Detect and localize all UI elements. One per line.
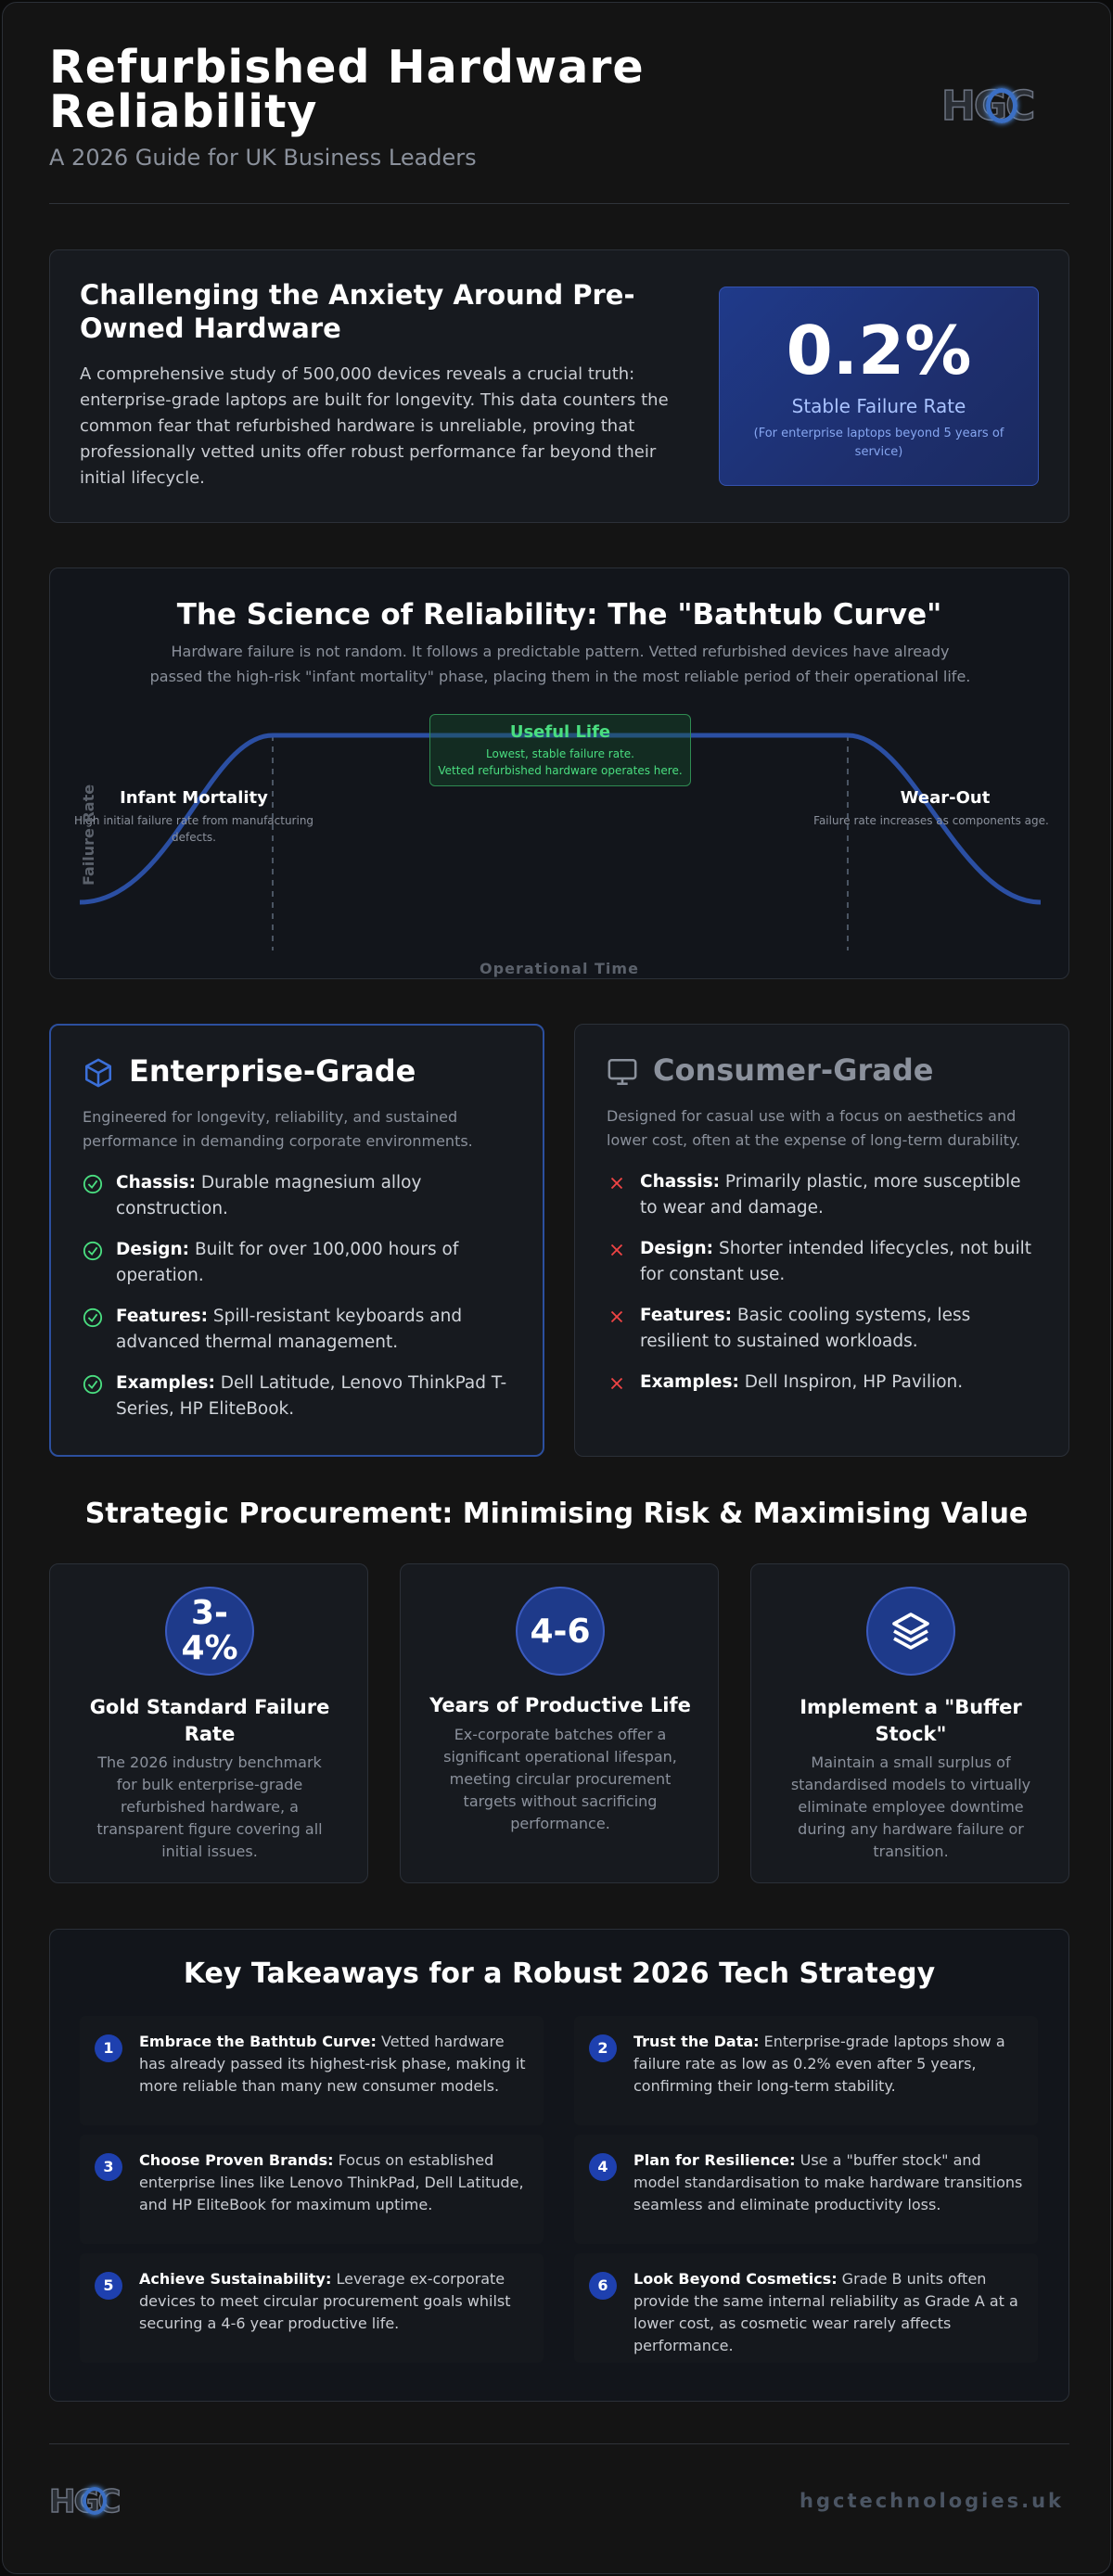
infant-mortality-title: Infant Mortality [120,788,268,808]
enterprise-grade-card: Enterprise-Grade Engineered for longevit… [49,1024,544,1457]
list-item: Features: Basic cooling systems, less re… [607,1303,1043,1355]
header-divider [49,203,1069,204]
check-circle-icon [83,1307,103,1328]
consumer-description: Designed for casual use with a focus on … [607,1107,1021,1149]
bathtub-curve-chart [79,733,1042,950]
list-item: Design: Shorter intended lifecycles, not… [607,1236,1043,1288]
bathtub-card: The Science of Reliability: The "Bathtub… [49,567,1069,979]
x-mark-icon [610,1377,623,1390]
list-item: Chassis: Primarily plastic, more suscept… [607,1169,1043,1221]
takeaway-text: Choose Proven Brands: Focus on establish… [139,2151,524,2213]
takeaways-card: Key Takeaways for a Robust 2026 Tech Str… [49,1929,1069,2402]
intro-body: A comprehensive study of 500,000 devices… [80,364,669,488]
consumer-title: Consumer-Grade [653,1052,934,1088]
buffer-stock-badge [866,1587,955,1676]
stat-label: Stable Failure Rate [791,395,966,417]
takeaway-number: 4 [589,2153,617,2181]
x-axis-label: Operational Time [480,960,639,977]
page-subtitle: A 2026 Guide for UK Business Leaders [49,145,477,171]
strategic-card-title: Years of Productive Life [429,1694,691,1716]
failure-rate-badge: 3- 4% [165,1587,254,1676]
takeaway-text: Look Beyond Cosmetics: Grade B units oft… [633,2270,1018,2354]
takeaway-number: 1 [95,2034,122,2062]
stat-value: 0.2% [786,312,972,389]
footer-hgc-logo: HGC [48,2482,122,2521]
useful-life-text-1: Lowest, stable failure rate. [486,747,634,760]
takeaway-item: 4 Plan for Resilience: Use a "buffer sto… [574,2135,1038,2244]
consumer-feature-list: Chassis: Primarily plastic, more suscept… [607,1169,1043,1410]
intro-card: Challenging the Anxiety Around Pre-Owned… [49,249,1069,523]
takeaway-item: 3 Choose Proven Brands: Focus on establi… [80,2135,544,2244]
page-title: Refurbished Hardware Reliability [49,41,645,138]
bathtub-curve-line [79,733,1042,905]
strategic-card-text: Ex-corporate batches offer a significant… [443,1726,677,1832]
check-circle-icon [83,1374,103,1395]
enterprise-description: Engineered for longevity, reliability, a… [83,1108,473,1150]
monitor-icon [608,1058,637,1086]
strategic-card-buffer-stock: Implement a "Buffer Stock" Maintain a sm… [750,1563,1069,1883]
x-mark-icon [610,1310,623,1323]
takeaway-number: 3 [95,2153,122,2181]
takeaway-item: 1 Embrace the Bathtub Curve: Vetted hard… [80,2016,544,2125]
hgc-logo: HGC [940,82,1036,131]
useful-life-text-2: Vetted refurbished hardware operates her… [438,764,683,777]
y-axis-label: Failure Rate [80,784,97,886]
strategic-card-text: The 2026 industry benchmark for bulk ent… [96,1753,323,1860]
list-item: Design: Built for over 100,000 hours of … [83,1237,518,1289]
stat-note: (For enterprise laptops beyond 5 years o… [753,427,1004,459]
takeaway-text: Achieve Sustainability: Leverage ex-corp… [139,2270,511,2332]
list-item: Features: Spill-resistant keyboards and … [83,1304,518,1356]
strategic-heading: Strategic Procurement: Minimising Risk &… [84,1498,1029,1530]
cube-icon [84,1058,112,1088]
footer-website-link[interactable]: hgctechnologies.uk [800,2490,1064,2512]
check-circle-icon [83,1174,103,1194]
strategic-card-text: Maintain a small surplus of standardised… [790,1753,1031,1860]
takeaway-text: Embrace the Bathtub Curve: Vetted hardwa… [139,2033,526,2095]
takeaway-number: 2 [589,2034,617,2062]
takeaway-number: 6 [589,2272,617,2300]
takeaway-item: 5 Achieve Sustainability: Leverage ex-co… [80,2253,544,2363]
intro-heading: Challenging the Anxiety Around Pre-Owned… [80,279,635,344]
wear-out-text: Failure rate increases as components age… [813,814,1049,827]
check-circle-icon [83,1241,103,1261]
useful-life-title: Useful Life [509,722,611,742]
enterprise-feature-list: Chassis: Durable magnesium alloy constru… [83,1170,518,1437]
x-mark-icon [610,1243,623,1256]
takeaway-text: Plan for Resilience: Use a "buffer stock… [633,2151,1023,2213]
takeaway-number: 5 [95,2272,122,2300]
productive-life-badge: 4-6 [516,1587,605,1676]
enterprise-title: Enterprise-Grade [129,1053,416,1089]
list-item: Examples: Dell Latitude, Lenovo ThinkPad… [83,1371,518,1422]
x-mark-icon [610,1177,623,1190]
list-item: Examples: Dell Inspiron, HP Pavilion. [607,1370,1043,1396]
consumer-grade-card: Consumer-Grade Designed for casual use w… [574,1024,1069,1457]
footer-divider [49,2443,1069,2444]
infant-mortality-text: High initial failure rate from manufactu… [73,814,314,844]
list-item: Chassis: Durable magnesium alloy constru… [83,1170,518,1222]
takeaways-heading: Key Takeaways for a Robust 2026 Tech Str… [183,1958,936,1990]
strategic-card-title: Implement a "Buffer Stock" [800,1696,1022,1745]
failure-rate-stat: 0.2% Stable Failure Rate (For enterprise… [719,287,1039,486]
wear-out-title: Wear-Out [900,788,991,808]
bathtub-heading: The Science of Reliability: The "Bathtub… [176,598,942,631]
layers-icon [892,1613,929,1650]
takeaway-item: 2 Trust the Data: Enterprise-grade lapto… [574,2016,1038,2125]
takeaway-text: Trust the Data: Enterprise-grade laptops… [633,2033,1005,2095]
bathtub-description: Hardware failure is not random. It follo… [149,643,971,685]
takeaway-item: 6 Look Beyond Cosmetics: Grade B units o… [574,2253,1038,2363]
strategic-card-title: Gold Standard Failure Rate [89,1696,330,1745]
useful-life-callout: Useful Life Lowest, stable failure rate.… [429,714,691,786]
strategic-card-failure-rate: 3- 4% Gold Standard Failure Rate The 202… [49,1563,368,1883]
strategic-card-productive-life: 4-6 Years of Productive Life Ex-corporat… [400,1563,719,1883]
